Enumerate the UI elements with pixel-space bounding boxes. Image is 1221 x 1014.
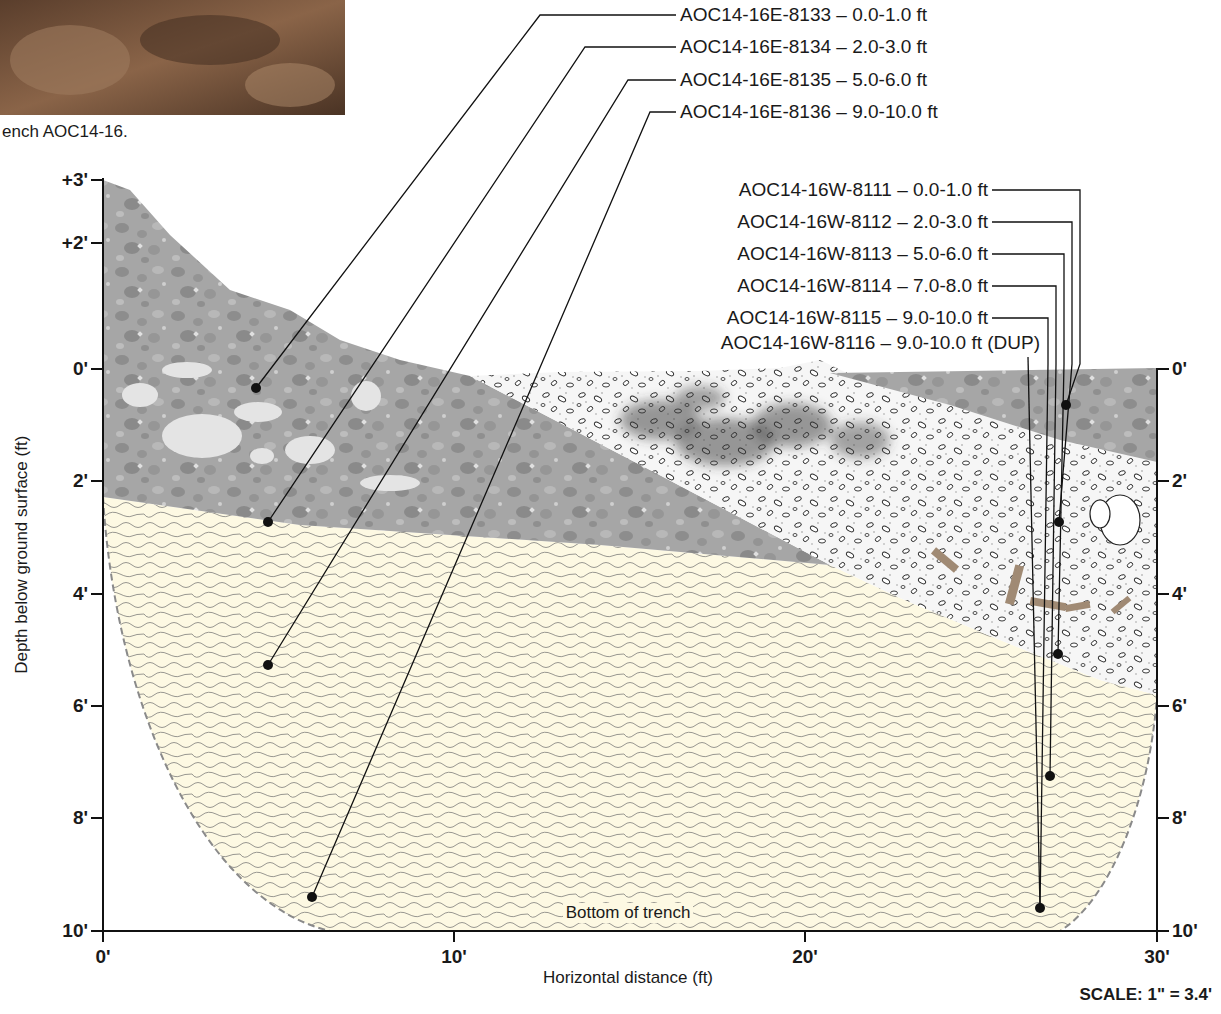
axes: [91, 178, 1169, 942]
tick: [91, 242, 103, 244]
axis-tick-label: 2': [73, 470, 88, 492]
axis-tick-label: 10': [441, 946, 467, 968]
axis-tick-label: +3': [62, 169, 88, 191]
sample-point: [1045, 771, 1055, 781]
leader-line: [256, 15, 676, 388]
photo-detail: [140, 15, 280, 65]
tick: [102, 931, 104, 942]
tick: [1156, 931, 1158, 942]
trench-photo: [0, 0, 345, 115]
sample-label: AOC14-16E-8136 – 9.0-10.0 ft: [680, 101, 938, 123]
axis-tick-label: 0': [95, 946, 110, 968]
axis-tick-label: 20': [792, 946, 818, 968]
sample-label: AOC14-16E-8135 – 5.0-6.0 ft: [680, 69, 927, 91]
boulder: [162, 362, 212, 378]
leader-line: [268, 47, 676, 522]
photo-caption: ench AOC14-16.: [2, 122, 128, 142]
sample-point: [307, 892, 317, 902]
debris: [931, 547, 959, 572]
debris: [1111, 596, 1132, 615]
tick: [91, 480, 103, 482]
photo-detail: [10, 25, 130, 95]
axis-title: Horizontal distance (ft): [543, 968, 713, 988]
axis-line: [102, 930, 1158, 932]
tick: [91, 368, 103, 370]
axis-tick-label: 4': [73, 583, 88, 605]
sample-points: [251, 383, 1071, 913]
sample-point: [1061, 400, 1071, 410]
sample-point: [263, 660, 273, 670]
leader-lines: [256, 15, 1080, 908]
tick: [91, 705, 103, 707]
axis-tick-label: 10': [1172, 920, 1198, 942]
leader-line: [992, 286, 1056, 776]
boulder: [122, 383, 158, 407]
tick: [91, 817, 103, 819]
sample-point: [1053, 649, 1063, 659]
axis-title: Depth below ground surface (ft): [12, 436, 32, 674]
scale-note: SCALE: 1" = 3.4': [1079, 985, 1212, 1005]
boulder: [250, 448, 274, 464]
leader-line: [1028, 357, 1040, 908]
axis-tick-label: 30': [1144, 946, 1170, 968]
axis-tick-label: 2': [1172, 470, 1187, 492]
sample-point: [251, 383, 261, 393]
stain: [830, 422, 890, 458]
trench-bottom-label: Bottom of trench: [563, 903, 694, 923]
sample-label: AOC14-16W-8116 – 9.0-10.0 ft (DUP): [721, 332, 1040, 354]
axis-tick-label: +2': [62, 232, 88, 254]
axis-tick-label: 0': [73, 358, 88, 380]
leader-line: [268, 80, 676, 665]
tick: [91, 593, 103, 595]
sample-label: AOC14-16W-8115 – 9.0-10.0 ft: [727, 307, 988, 329]
tick: [1157, 705, 1169, 707]
tick: [1157, 480, 1169, 482]
tick: [453, 931, 455, 942]
axis-tick-label: 6': [73, 695, 88, 717]
photo-detail: [245, 63, 335, 107]
gravel-layer: [830, 368, 1157, 462]
axis-tick-label: 8': [73, 807, 88, 829]
sample-point: [263, 517, 273, 527]
sample-label: AOC14-16W-8112 – 2.0-3.0 ft: [737, 211, 988, 233]
leader-line: [312, 112, 676, 897]
stain: [752, 403, 832, 447]
sample-label: AOC14-16W-8114 – 7.0-8.0 ft: [737, 275, 988, 297]
boulder: [360, 475, 420, 491]
tick: [1157, 930, 1169, 932]
axis-tick-label: 10': [62, 920, 88, 942]
axis-tick-label: 6': [1172, 695, 1187, 717]
tick: [804, 931, 806, 942]
boulder: [234, 402, 282, 422]
sample-label: AOC14-16E-8133 – 0.0-1.0 ft: [680, 4, 927, 26]
tick: [91, 930, 103, 932]
boulder: [351, 381, 381, 411]
sample-label: AOC14-16W-8111 – 0.0-1.0 ft: [739, 179, 988, 201]
axis-line: [1156, 368, 1158, 932]
boulder: [1090, 500, 1110, 528]
leader-line: [992, 318, 1048, 908]
tick: [91, 179, 103, 181]
sample-point: [1054, 517, 1064, 527]
stain: [675, 386, 725, 410]
sample-label: AOC14-16W-8113 – 5.0-6.0 ft: [737, 243, 988, 265]
debris: [1005, 564, 1024, 605]
axis-tick-label: 0': [1172, 358, 1187, 380]
boulder: [162, 414, 242, 458]
debris: [1030, 597, 1067, 611]
leader-line: [992, 222, 1072, 522]
axis-tick-label: 8': [1172, 807, 1187, 829]
dark-staining: [620, 386, 890, 466]
tick: [1157, 817, 1169, 819]
debris: [1065, 601, 1091, 612]
sample-point: [1035, 903, 1045, 913]
sample-label: AOC14-16E-8134 – 2.0-3.0 ft: [680, 36, 927, 58]
trench-outline: [103, 497, 1157, 931]
axis-tick-label: 4': [1172, 583, 1187, 605]
tick: [1157, 593, 1169, 595]
tick: [1157, 368, 1169, 370]
